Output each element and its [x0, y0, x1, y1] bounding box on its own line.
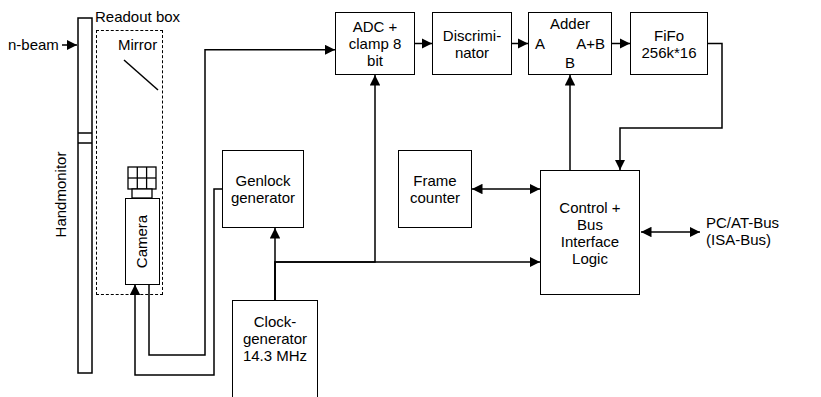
box-text: FiFo 256k*16	[636, 27, 702, 61]
part-label: Mirror	[118, 36, 157, 53]
control-box: Control + Bus Interface Logic	[540, 170, 640, 295]
mirror-line	[124, 60, 158, 90]
port-label: B	[529, 54, 611, 71]
bus-label: PC/AT-Bus (ISA-Bus)	[706, 214, 801, 248]
connector	[612, 43, 630, 45]
box-text: Adder	[529, 15, 611, 32]
process-box: Discrimi- nator	[432, 12, 512, 75]
box-text: Frame counter	[404, 172, 466, 206]
camera-body: Camera	[125, 198, 160, 285]
connector	[472, 188, 540, 190]
box-text: Clock- generator 14.3 MHz	[238, 313, 312, 364]
connector	[275, 262, 540, 300]
box-title: Readout box	[95, 8, 180, 25]
counter-box: Frame counter	[398, 150, 472, 228]
memory-box: FiFo 256k*16	[630, 12, 708, 75]
process-box: ADC + clamp 8 bit	[335, 12, 415, 75]
port-label: A	[535, 35, 545, 52]
connector	[569, 75, 571, 170]
box-text: ADC + clamp 8 bit	[347, 18, 403, 69]
clock-box: Clock- generator 14.3 MHz	[232, 300, 318, 397]
connector	[415, 43, 432, 45]
readout-box: Readout boxCamera	[96, 30, 163, 295]
box-text: Camera	[134, 214, 151, 267]
camera-lens	[128, 167, 156, 198]
process-box: Genlock generator	[222, 150, 304, 228]
box-text: Genlock generator	[228, 172, 298, 206]
box-text: Control + Bus Interface Logic	[552, 199, 628, 267]
port-label: A+B	[576, 35, 605, 52]
part-label: Handmonitor	[52, 145, 69, 245]
bus-arrow	[641, 231, 700, 233]
beam-label: n-beam	[8, 36, 59, 53]
beam-arrow	[62, 44, 77, 46]
box-text: Discrimi- nator	[438, 27, 506, 61]
connector	[512, 43, 528, 45]
adder-box: AdderA A+B B	[528, 12, 612, 75]
handmonitor-bar	[78, 18, 92, 373]
